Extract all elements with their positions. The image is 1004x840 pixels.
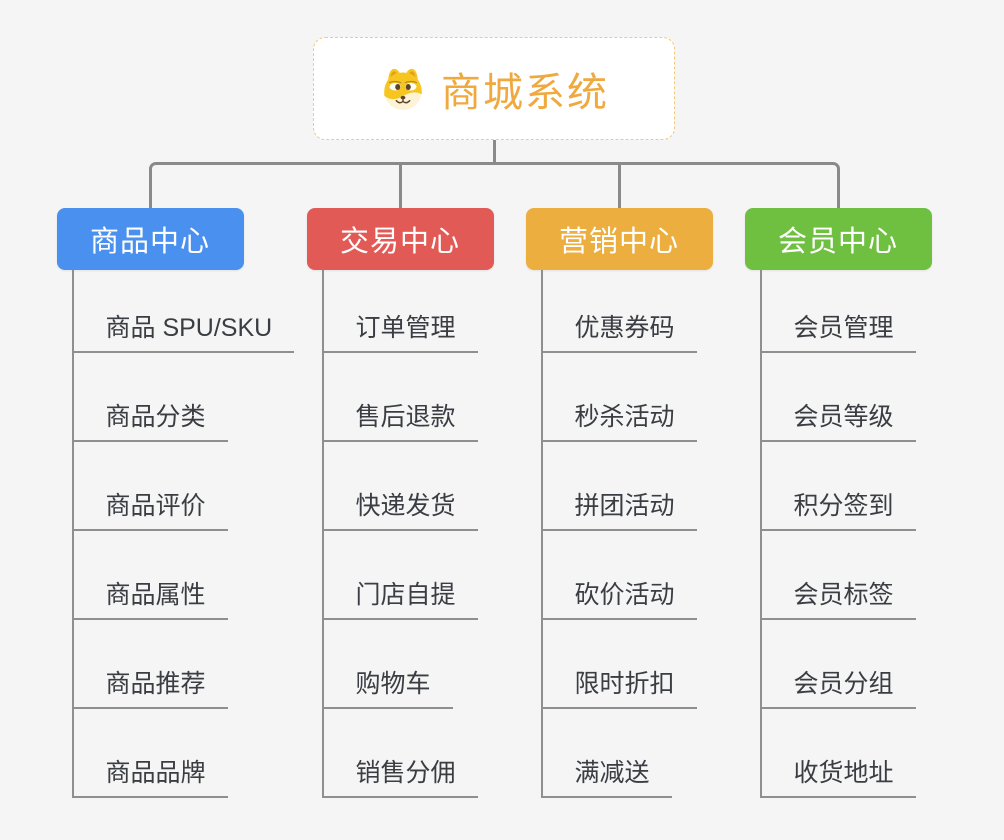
branch-trunk-line bbox=[321, 270, 324, 798]
leaf-label: 限时折扣 bbox=[574, 670, 675, 698]
root-node[interactable]: 商城系统 bbox=[313, 37, 675, 140]
leaf-label: 拼团活动 bbox=[574, 492, 675, 520]
branch-label: 交易中心 bbox=[339, 226, 460, 258]
connector-line bbox=[398, 162, 402, 210]
leaf-label: 订单管理 bbox=[355, 314, 456, 342]
leaf-label: 商品属性 bbox=[105, 581, 206, 609]
leaf-node[interactable]: 优惠券码 bbox=[540, 307, 697, 353]
leaf-label: 砍价活动 bbox=[574, 581, 675, 609]
leaf-node[interactable]: 满减送 bbox=[540, 752, 672, 798]
connector-bus-line bbox=[148, 162, 840, 210]
leaf-label: 商品品牌 bbox=[105, 759, 206, 787]
leaf-node[interactable]: 积分签到 bbox=[759, 485, 916, 531]
leaf-node[interactable]: 砍价活动 bbox=[540, 574, 697, 620]
leaf-node[interactable]: 商品属性 bbox=[71, 574, 228, 620]
leaf-label: 销售分佣 bbox=[355, 759, 456, 787]
leaf-node[interactable]: 售后退款 bbox=[321, 396, 478, 442]
leaf-node[interactable]: 商品评价 bbox=[71, 485, 228, 531]
connector-line bbox=[492, 140, 496, 165]
leaf-node[interactable]: 收货地址 bbox=[759, 752, 916, 798]
leaf-label: 商品推荐 bbox=[105, 670, 206, 698]
leaf-label: 收货地址 bbox=[793, 759, 894, 787]
branch-header[interactable]: 交易中心 bbox=[306, 208, 494, 270]
leaf-node[interactable]: 会员等级 bbox=[759, 396, 916, 442]
leaf-label: 会员等级 bbox=[793, 403, 894, 431]
leaf-label: 优惠券码 bbox=[574, 314, 675, 342]
leaf-node[interactable]: 快递发货 bbox=[321, 485, 478, 531]
leaf-label: 购物车 bbox=[355, 670, 431, 698]
leaf-label: 会员分组 bbox=[793, 670, 894, 698]
leaf-label: 商品评价 bbox=[105, 492, 206, 520]
branch-label: 会员中心 bbox=[777, 226, 898, 258]
leaf-node[interactable]: 订单管理 bbox=[321, 307, 478, 353]
branch-trunk-line bbox=[759, 270, 762, 798]
branch-header[interactable]: 商品中心 bbox=[56, 208, 244, 270]
leaf-label: 门店自提 bbox=[355, 581, 456, 609]
branch-label: 商品中心 bbox=[89, 226, 210, 258]
leaf-label: 满减送 bbox=[574, 759, 650, 787]
leaf-label: 商品 SPU/SKU bbox=[105, 314, 273, 342]
leaf-node[interactable]: 会员分组 bbox=[759, 663, 916, 709]
leaf-node[interactable]: 商品 SPU/SKU bbox=[71, 307, 295, 353]
connector-line bbox=[617, 162, 621, 210]
leaf-label: 商品分类 bbox=[105, 403, 206, 431]
leaf-node[interactable]: 商品推荐 bbox=[71, 663, 228, 709]
branch-trunk-line bbox=[540, 270, 543, 798]
leaf-node[interactable]: 商品分类 bbox=[71, 396, 228, 442]
leaf-label: 快递发货 bbox=[355, 492, 456, 520]
leaf-node[interactable]: 会员标签 bbox=[759, 574, 916, 620]
leaf-label: 秒杀活动 bbox=[574, 403, 675, 431]
leaf-node[interactable]: 秒杀活动 bbox=[540, 396, 697, 442]
leaf-label: 售后退款 bbox=[355, 403, 456, 431]
branch-label: 营销中心 bbox=[558, 226, 679, 258]
leaf-node[interactable]: 限时折扣 bbox=[540, 663, 697, 709]
branch-trunk-line bbox=[71, 270, 74, 798]
branch-header[interactable]: 会员中心 bbox=[744, 208, 932, 270]
root-label: 商城系统 bbox=[441, 70, 609, 115]
branch-header[interactable]: 营销中心 bbox=[525, 208, 713, 270]
leaf-label: 积分签到 bbox=[793, 492, 894, 520]
doge-icon bbox=[379, 65, 427, 113]
leaf-node[interactable]: 商品品牌 bbox=[71, 752, 228, 798]
leaf-node[interactable]: 购物车 bbox=[321, 663, 453, 709]
leaf-label: 会员标签 bbox=[793, 581, 894, 609]
leaf-node[interactable]: 会员管理 bbox=[759, 307, 916, 353]
leaf-node[interactable]: 门店自提 bbox=[321, 574, 478, 620]
leaf-node[interactable]: 销售分佣 bbox=[321, 752, 478, 798]
leaf-node[interactable]: 拼团活动 bbox=[540, 485, 697, 531]
leaf-label: 会员管理 bbox=[793, 314, 894, 342]
